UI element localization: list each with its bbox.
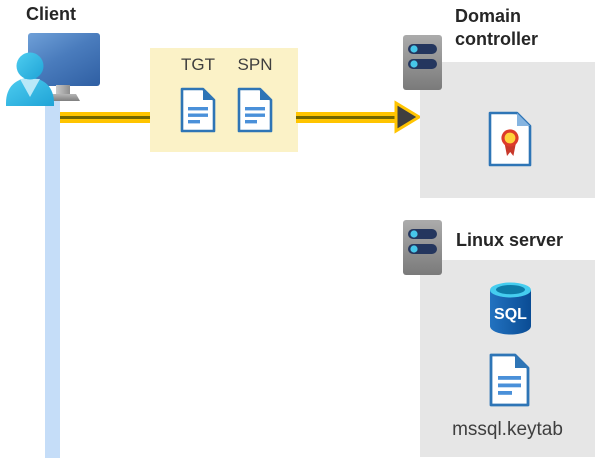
user-icon — [6, 52, 54, 106]
keytab-document-icon — [489, 353, 530, 407]
sql-icon-text: SQL — [494, 306, 527, 323]
sql-database-icon: SQL — [490, 282, 531, 335]
monitor-stand-base — [47, 94, 80, 101]
server-icon — [403, 220, 442, 275]
tgt-label: TGT — [181, 55, 215, 74]
keytab-filename: mssql.keytab — [452, 419, 563, 440]
server-icon — [403, 35, 442, 90]
ticket-box — [150, 48, 298, 152]
client-title: Client — [26, 4, 77, 24]
domain-controller-title: Domain controller — [455, 6, 539, 49]
linux-server-title: Linux server — [456, 230, 564, 250]
tgt-document-icon — [180, 87, 216, 133]
monitor-stand — [56, 85, 70, 96]
auth-arrow-shaft — [60, 112, 180, 123]
spn-document-icon — [237, 87, 273, 133]
arrow-right-icon — [394, 100, 422, 134]
auth-arrow-shaft — [296, 112, 396, 123]
spn-label: SPN — [237, 55, 273, 74]
certificate-icon — [488, 111, 532, 167]
client-lifeline — [45, 96, 60, 458]
